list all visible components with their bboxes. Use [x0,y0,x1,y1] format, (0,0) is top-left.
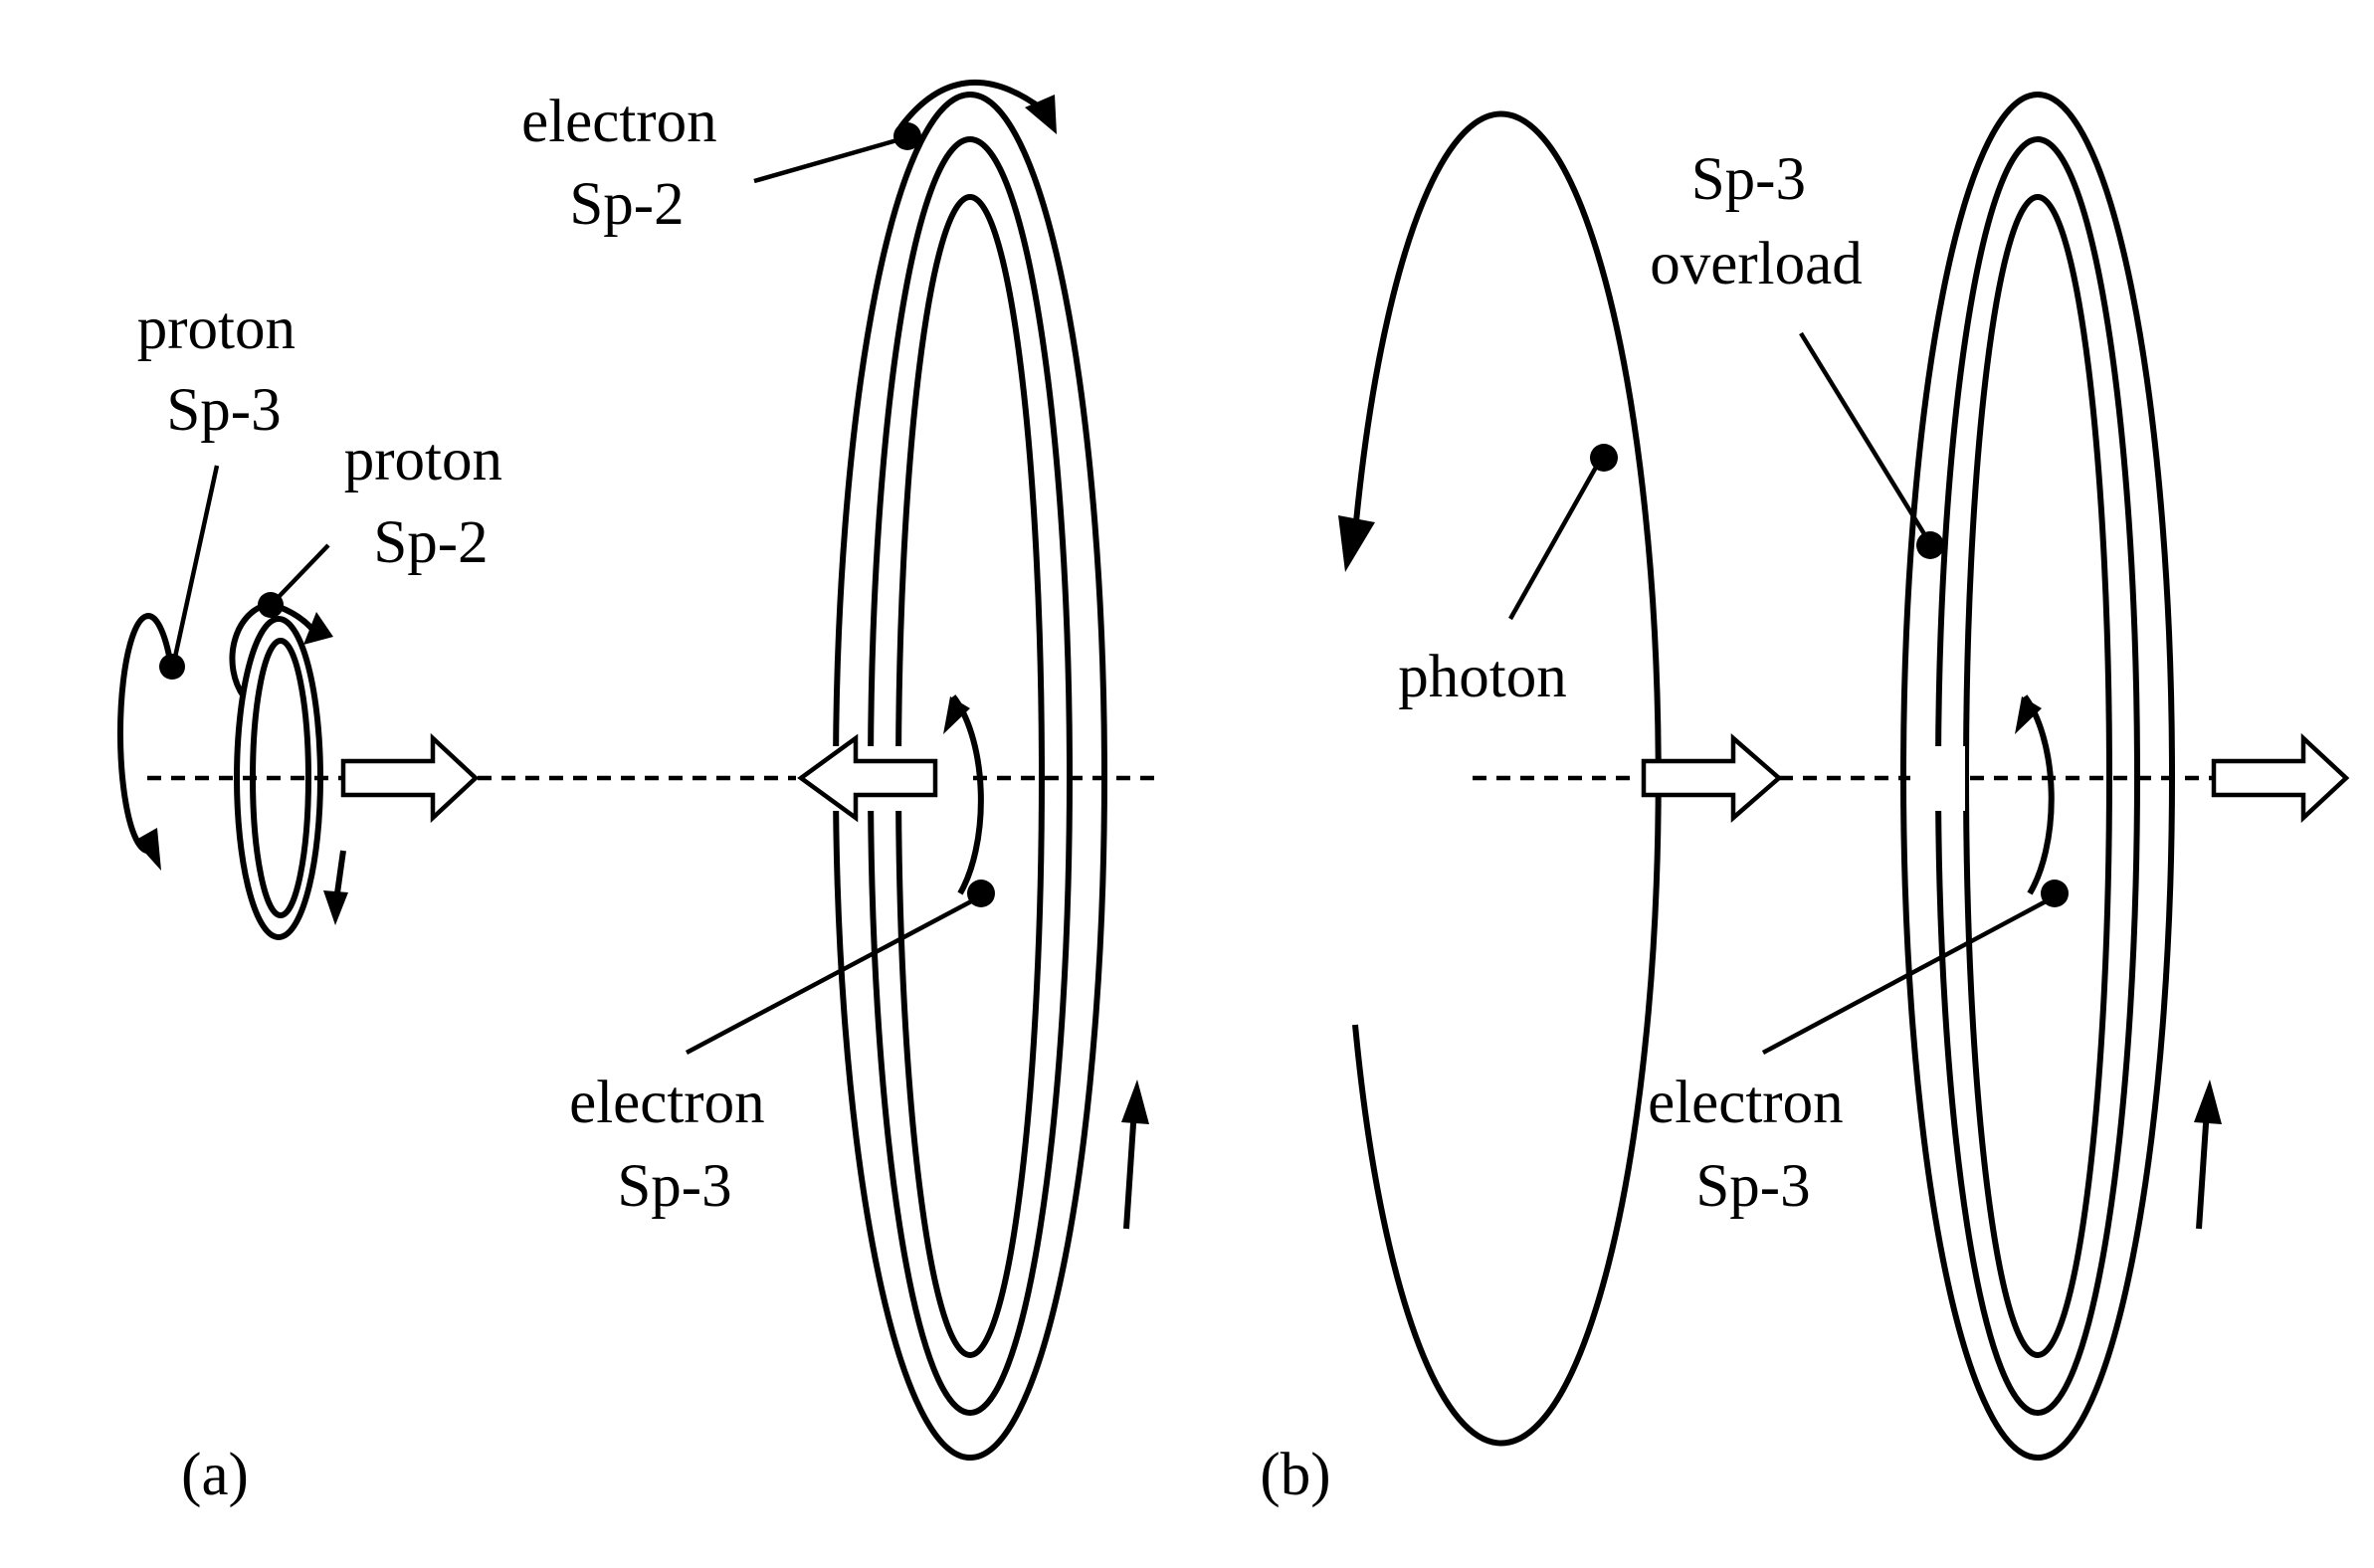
proton-sp2-bottom-arrowhead [323,890,348,925]
label-sp3-overload: Sp-3 overload [1650,146,1862,297]
proton-sp2-top-arrowhead [303,612,333,645]
electron-motion-arrow [797,733,938,823]
panel-b: photon Sp-3 overload electron Sp-3 (b) [1260,92,2350,1508]
electron-sp2-top-spin-arc [897,79,1045,129]
label-electron-sp2: electron Sp-2 [521,89,732,238]
overload-inner-ring [1963,194,2112,1358]
proton-sp2-outer-ring [234,616,323,940]
electron-sp3-loop-b [2022,694,2055,895]
label-electron-sp3-b: electron Sp-3 [1648,1070,1859,1220]
overload-outer-ring [1900,92,2175,1461]
electron-sp2-bottom-arrowhead [1121,1079,1149,1124]
photon-leader [1508,462,1600,621]
panel-a-tag: (a) [181,1442,249,1508]
electron-sp3-leader [685,898,975,1055]
proton-sp2-spin-curve [229,602,268,698]
proton-sp2-inner-ring [250,638,311,918]
electron-sp3-arrowhead-b [2015,696,2042,734]
proton-sp3-loop [116,613,174,855]
sp3-overload-leader [1799,331,1928,539]
overload-ring-gap [1910,746,1965,811]
proton-sp3-dot [159,654,185,680]
proton-sp3-leader [171,465,220,663]
overload-bottom-stem [2196,1108,2210,1230]
label-photon: photon [1398,644,1566,710]
electron-sp2-leader [753,136,901,184]
electron-sp3-leader-b [1761,898,2050,1055]
photon-arrowhead [1338,515,1375,572]
electron-sp2-dot [893,122,921,150]
sp3-overload-dot [1916,531,1944,559]
label-electron-sp3-a: electron Sp-3 [569,1070,780,1220]
panel-b-tag: (b) [1260,1442,1330,1508]
electron-sp2-bottom-stem [1123,1108,1137,1230]
overload-bottom-arrowhead [2194,1079,2222,1124]
electron-sp3-arrowhead [943,696,970,734]
panel-a: proton Sp-3 proton Sp-2 electron Sp-2 el… [116,79,1159,1508]
photon-motion-arrow [1641,733,1783,823]
proton-sp3-arrowhead [134,828,161,871]
electron-sp2-top-arrowhead [1025,95,1057,134]
electron-motion-arrow-b [2211,732,2350,824]
label-proton-sp3: proton Sp-3 [137,295,311,444]
electron-sp3-loop [950,694,984,895]
proton-motion-arrow [340,732,480,824]
label-proton-sp2: proton Sp-2 [344,427,518,576]
electron-sp3-dot [967,880,995,907]
proton-sp2-leader [275,543,330,601]
